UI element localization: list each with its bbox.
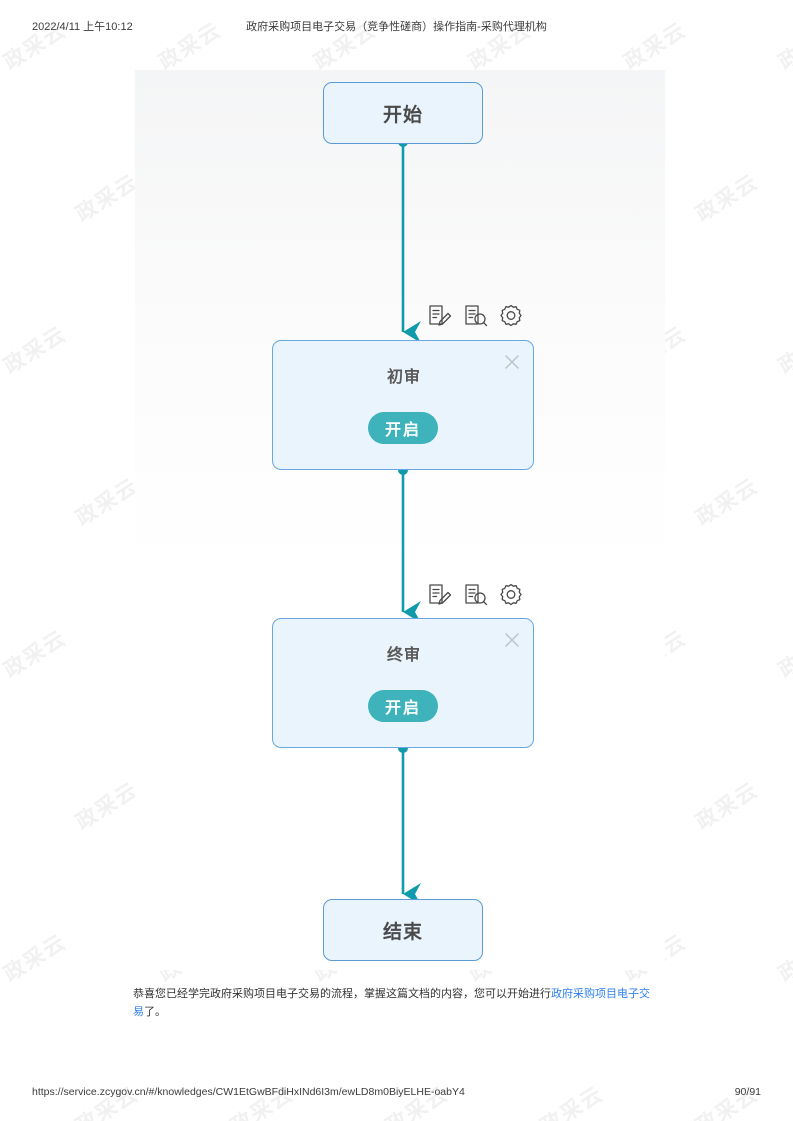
gear-icon[interactable] [498, 303, 524, 329]
watermark-text: 政采云 [0, 321, 71, 379]
caption-after: 了。 [144, 1005, 166, 1019]
caption-before: 恭喜您已经学完政府采购项目电子交易的流程，掌握这篇文档的内容，您可以开始进行 [133, 987, 551, 1000]
print-footer: https://service.zcygov.cn/#/knowledges/C… [0, 1086, 793, 1102]
watermark-text: 政采云 [691, 777, 763, 835]
watermark-text: 政采云 [71, 473, 143, 531]
flow-canvas[interactable]: 开始 [135, 70, 665, 970]
header-date: 2022/4/11 上午10:12 [32, 21, 133, 33]
flow-node-first-review-status[interactable]: 开启 [368, 412, 438, 444]
watermark-text: 政采云 [774, 321, 793, 379]
flow-node-first-review[interactable]: 初审 开启 [272, 340, 534, 470]
watermark-text: 政采云 [0, 929, 71, 987]
flow-node-final-review-label: 终审 [386, 645, 421, 664]
gear-icon[interactable] [498, 582, 524, 608]
search-document-icon[interactable] [462, 303, 488, 329]
close-icon[interactable] [503, 353, 521, 371]
watermark-text: 政采云 [691, 473, 763, 531]
close-icon[interactable] [503, 631, 521, 649]
footer-page-number: 90/91 [734, 1086, 761, 1098]
watermark-text: 政采云 [0, 625, 71, 683]
flow-node-final-review-status[interactable]: 开启 [368, 690, 438, 722]
watermark-text: 政采云 [71, 169, 143, 227]
watermark-text: 政采云 [774, 929, 793, 987]
flow-node-final-review[interactable]: 终审 开启 [272, 618, 534, 748]
watermark-text: 政采云 [691, 169, 763, 227]
search-document-icon[interactable] [462, 582, 488, 608]
header-title: 政府采购项目电子交易（竞争性磋商）操作指南-采购代理机构 [246, 21, 547, 33]
flow-node-first-review-label: 初审 [386, 367, 421, 386]
print-header: 2022/4/11 上午10:12 政府采购项目电子交易（竞争性磋商）操作指南-… [0, 18, 793, 34]
flow-node-start[interactable]: 开始 [323, 82, 483, 144]
caption-link[interactable]: 政府采购项目电子交易 [133, 987, 650, 1019]
flow-node-start-label: 开始 [382, 103, 423, 126]
flow-node-end-label: 结束 [382, 920, 423, 943]
flow-connectors [398, 137, 421, 905]
completion-caption: 恭喜您已经学完政府采购项目电子交易的流程，掌握这篇文档的内容，您可以开始进行政府… [133, 985, 658, 1021]
flow-node-first-review-toolbar[interactable] [426, 303, 524, 329]
footer-url: https://service.zcygov.cn/#/knowledges/C… [32, 1086, 465, 1098]
edit-document-icon[interactable] [426, 582, 452, 608]
flow-node-final-review-toolbar[interactable] [426, 582, 524, 608]
flow-node-end[interactable]: 结束 [323, 899, 483, 961]
edit-document-icon[interactable] [426, 303, 452, 329]
watermark-text: 政采云 [71, 777, 143, 835]
watermark-text: 政采云 [774, 625, 793, 683]
